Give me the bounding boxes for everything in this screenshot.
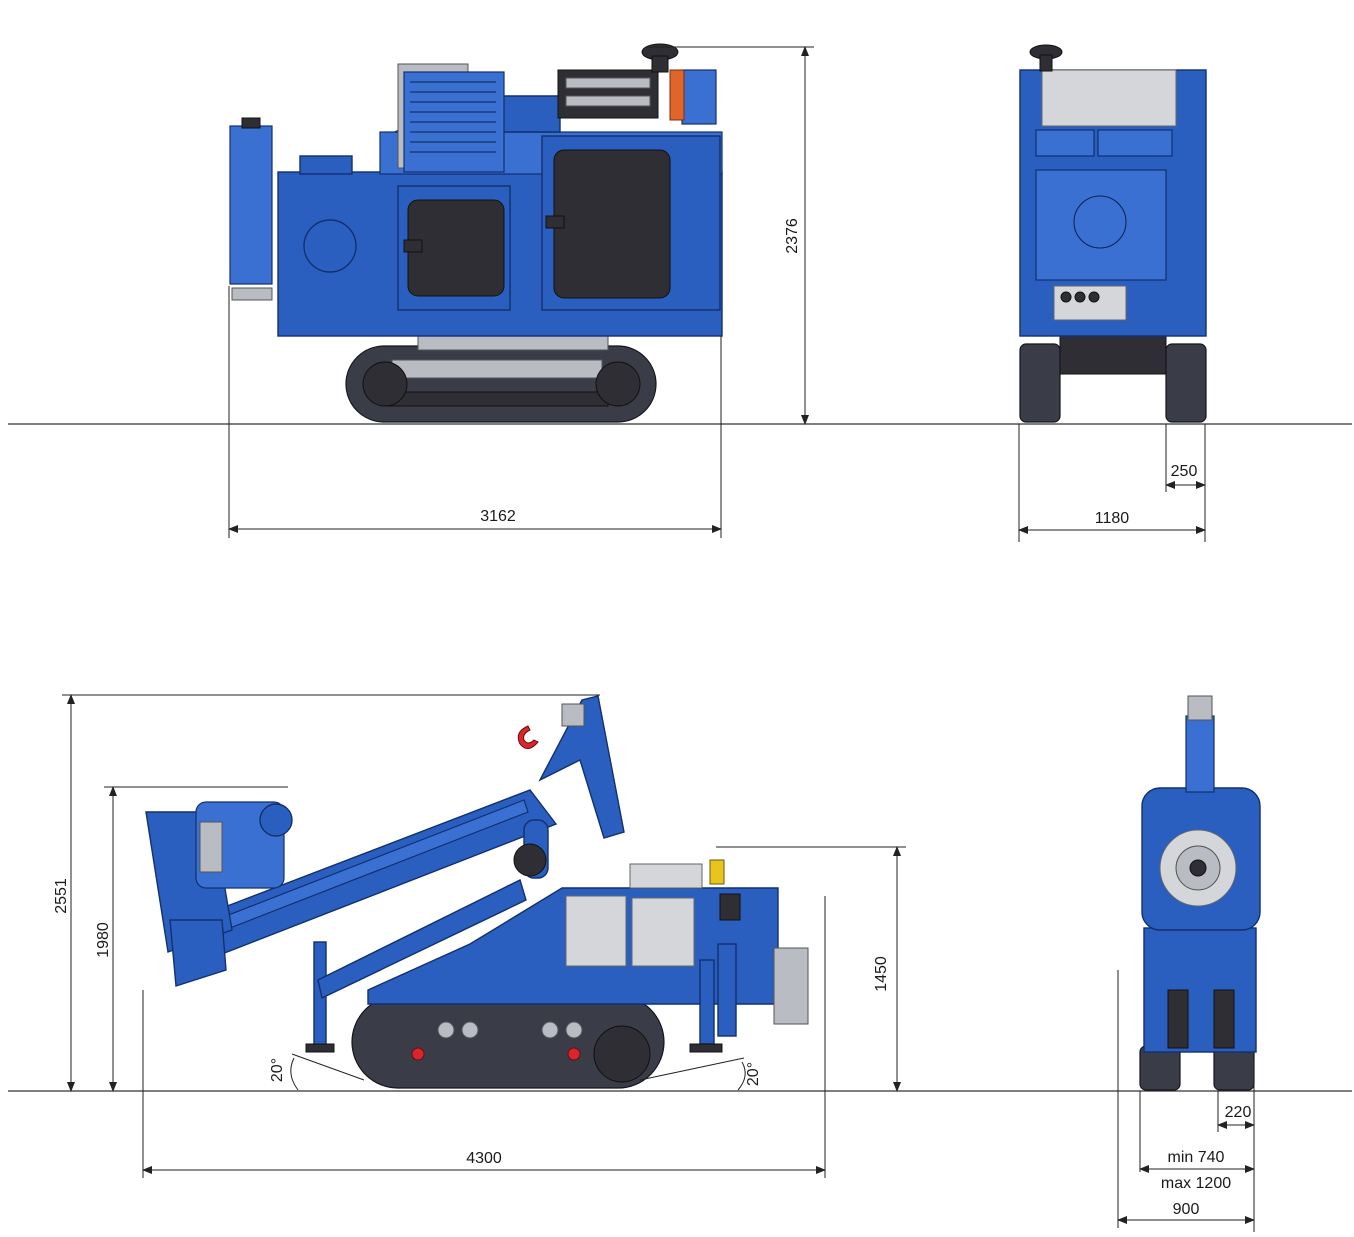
dim-gauge-max: max 1200	[1161, 1175, 1231, 1192]
control-panel-left	[565, 895, 627, 967]
rear-control-panel	[1053, 285, 1127, 321]
view-working-side: 2551 1980 1450 20° 20° 4300	[53, 694, 906, 1178]
control-panel-right	[631, 897, 695, 967]
window-right	[553, 149, 671, 299]
angle-rear: 20°	[745, 1062, 762, 1086]
view-transport-side: 2376 3162	[228, 43, 814, 538]
rear-logo-circle	[1073, 195, 1127, 249]
dim-working-overall-width: 900	[1173, 1201, 1200, 1218]
crawler-track	[345, 331, 657, 423]
dim-working-head-height: 1980	[95, 922, 112, 958]
drilling-mast	[145, 695, 625, 1000]
rear-top-panel	[1041, 69, 1177, 127]
dim-transport-height: 2376	[784, 218, 801, 254]
crane-hook	[517, 725, 539, 749]
dim-transport-overall-width: 1180	[1095, 510, 1130, 527]
dim-transport-length: 3162	[480, 508, 516, 525]
dim-working-body-height: 1450	[873, 956, 890, 992]
view-transport-rear: 250 1180	[1018, 44, 1207, 542]
dim-working-length: 4300	[466, 1150, 502, 1167]
working-crawler-track	[351, 995, 665, 1089]
angle-front: 20°	[269, 1058, 286, 1082]
dim-transport-track-width: 250	[1171, 463, 1198, 480]
view-working-rear: 220 min 740 max 1200 900	[1117, 695, 1261, 1232]
radiator-grille	[397, 63, 505, 173]
dim-working-track-width: 220	[1225, 1104, 1252, 1121]
dim-gauge-min: min 740	[1168, 1149, 1225, 1166]
dim-working-max-height: 2551	[53, 878, 70, 914]
engine	[557, 43, 717, 125]
round-hatch	[303, 219, 357, 273]
